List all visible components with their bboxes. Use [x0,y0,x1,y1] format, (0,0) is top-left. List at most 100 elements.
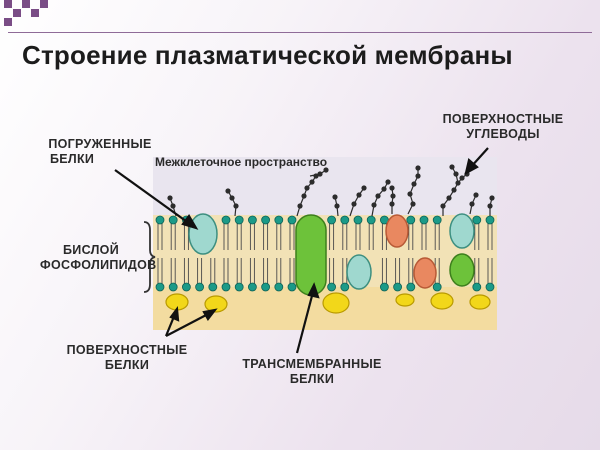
carbohydrate-unit [167,195,173,201]
surface-carbohydrates [167,164,495,217]
lipid-head [366,215,376,225]
carbohydrate-unit [297,203,303,209]
carbohydrate-unit [440,203,446,209]
lipid-head [181,282,191,292]
carbohydrate-unit [356,192,362,198]
carbohydrate-chain [227,190,237,217]
lipid-head [155,282,165,292]
arrow-submerged-proteins [114,169,191,225]
surface-protein [395,293,415,307]
lipid-head [221,215,231,225]
submerged-proteins-label: ПОГРУЖЕННЫЕ БЕЛКИ [48,137,152,166]
arrow-transmembrane [295,291,315,354]
lipid-head [195,282,205,292]
lipid-head [432,215,442,225]
lipid-head [340,215,350,225]
lipid-head [472,215,482,225]
lipid-head [274,282,284,292]
orange-protein [413,257,437,289]
carbohydrate-unit [332,194,338,200]
carbohydrate-unit [225,188,231,194]
bilayer-bracket [143,221,156,293]
carbohydrate-unit [453,171,459,177]
carbohydrate-unit [334,203,340,209]
lipid-head [419,215,429,225]
carbohydrate-unit [446,195,452,201]
carbohydrate-unit [459,175,465,181]
carbohydrate-unit [411,181,417,187]
surface-carbohydrates-label: ПОВЕРХНОСТНЫЕ УГЛЕВОДЫ [442,112,564,141]
carbohydrate-unit [389,201,395,207]
carbohydrate-unit [317,171,323,177]
arrow-surface-protein-2 [165,312,211,337]
transmembrane-proteins-label: ТРАНСМЕМБРАННЫЕ БЕЛКИ [242,357,382,386]
intercellular-space-area [153,157,497,215]
lipid-head [472,282,482,292]
carbohydrate-chain [349,187,365,217]
lipid-head [379,282,389,292]
carbohydrate-unit [390,193,396,199]
surface-protein [322,292,350,314]
arrowhead [181,214,199,230]
carbohydrate-unit [351,201,357,207]
lipid-head [261,215,271,225]
carbohydrate-unit [371,202,377,208]
lipid-head [327,282,337,292]
carbohydrate-unit [415,173,421,179]
carbohydrate-unit [385,179,391,185]
carbohydrate-unit [170,203,176,209]
arrowhead [307,282,320,299]
arrowhead [202,308,218,321]
pointer-arrows [114,147,489,354]
carbohydrate-chain [391,187,394,214]
lipid-head [208,282,218,292]
lipid-head [340,282,350,292]
lipid-head [485,282,495,292]
intercellular-space-label: Межклеточное пространство [155,155,328,169]
carbohydrate-unit [323,167,329,173]
lipid-head [168,282,178,292]
carbohydrate-unit [375,193,381,199]
surface-protein [469,294,491,310]
bilayer-label: БИСЛОЙ ФОСФОЛИПИДОВ [40,243,157,272]
lipid-head [247,215,257,225]
proteins [165,213,491,314]
lipid-head [287,215,297,225]
submerged-protein [188,213,218,255]
carbohydrate-unit [389,185,395,191]
carbohydrate-unit [473,192,479,198]
lipid-head [247,282,257,292]
arrowhead [169,306,180,322]
lipid-head [432,282,442,292]
lipid-head [261,282,271,292]
title-divider [8,32,592,33]
lipid-head [485,215,495,225]
carbohydrate-unit [451,187,457,193]
lipid-head [274,215,284,225]
submerged-protein [449,213,475,249]
carbohydrate-unit [487,203,493,209]
title-decoration [0,0,60,30]
lipid-head [234,282,244,292]
carbohydrate-unit [233,203,239,209]
carbohydrate-unit [407,191,413,197]
orange-protein [385,214,409,248]
carbohydrate-unit [469,201,475,207]
surface-protein [430,292,454,310]
carbohydrate-unit [449,164,455,170]
surface-protein [204,295,228,313]
carbohydrate-unit [415,165,421,171]
carbohydrate-unit [304,185,310,191]
carbohydrate-unit [361,185,367,191]
transmembrane-protein [449,253,475,287]
carbohydrate-unit [229,195,235,201]
transmembrane-protein [295,214,327,296]
lipid-head [406,282,416,292]
lipid-head [168,215,178,225]
lipid-head [393,282,403,292]
carbohydrate-unit [489,195,495,201]
lipid-head [327,215,337,225]
lipid-head [221,282,231,292]
arrowhead [464,157,479,176]
